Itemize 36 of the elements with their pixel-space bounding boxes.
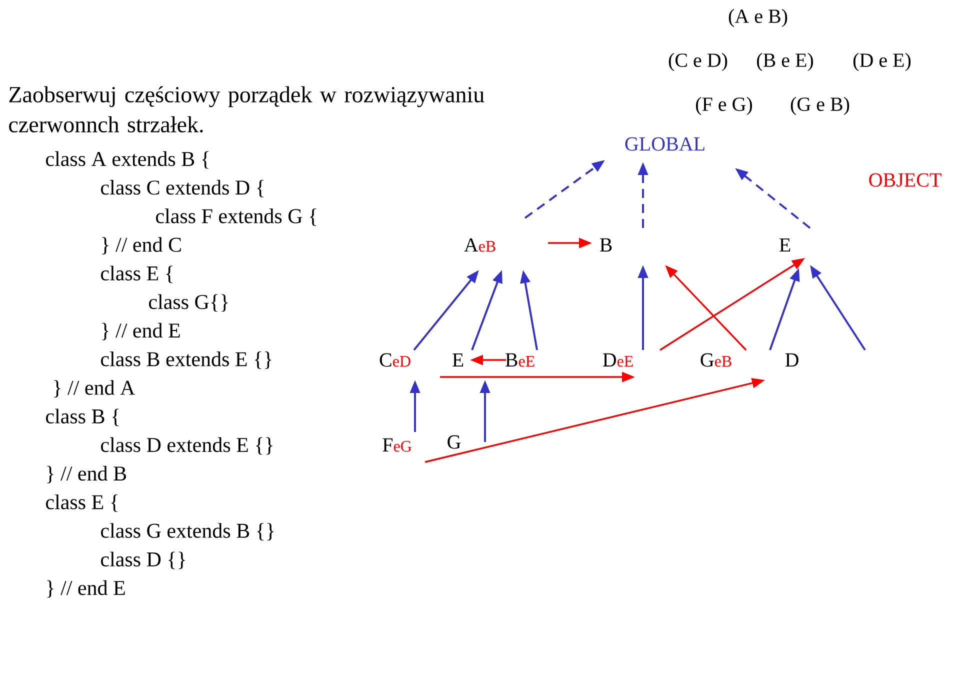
code-line: class F extends G { <box>156 208 316 226</box>
code-line: } // end B <box>47 466 126 484</box>
code-line: } // end C <box>102 237 181 254</box>
code-line: class G extends B {} <box>101 523 274 540</box>
code-line: class C extends D { <box>101 180 264 198</box>
scope-label: OBJECT <box>869 173 942 187</box>
code-line: class A extends B { <box>46 151 209 169</box>
class-label: FeG <box>382 438 412 452</box>
code-line: class E { <box>101 266 173 284</box>
class-label: DeE <box>602 353 633 367</box>
pair-label: (B e E) <box>757 52 814 72</box>
class-label: G <box>448 435 461 449</box>
class-label: E <box>452 353 464 367</box>
code-line: class D {} <box>101 552 185 570</box>
pair-label: (F e G) <box>696 96 752 116</box>
pair-label: (D e E) <box>853 52 911 72</box>
class-label: BeE <box>505 353 534 367</box>
heading-text: Zaobserwuj częściowy porządek w rozwiązywaniu czerwonnch strzałek. <box>9 86 484 133</box>
pair-label: (G e B) <box>790 96 850 116</box>
class-label: AeB <box>464 238 496 252</box>
code-line: class B { <box>46 408 119 426</box>
scope-label: GLOBAL <box>625 137 704 151</box>
code-line: } // end A <box>54 380 136 398</box>
pair-label: (A e B) <box>728 8 788 28</box>
code-line: class G{} <box>149 294 228 312</box>
code-line: } // end E <box>47 580 125 598</box>
code-line: class D extends E {} <box>101 437 272 455</box>
class-label: D <box>785 353 798 367</box>
pair-label: (C e D) <box>668 52 728 72</box>
class-label: GeB <box>700 353 732 367</box>
code-line: class B extends E {} <box>101 352 272 369</box>
code-line: class E { <box>46 494 118 512</box>
class-label: B <box>600 238 612 252</box>
class-label: E <box>779 238 790 252</box>
class-label: CeD <box>380 353 410 367</box>
code-line: } // end E <box>102 322 180 340</box>
